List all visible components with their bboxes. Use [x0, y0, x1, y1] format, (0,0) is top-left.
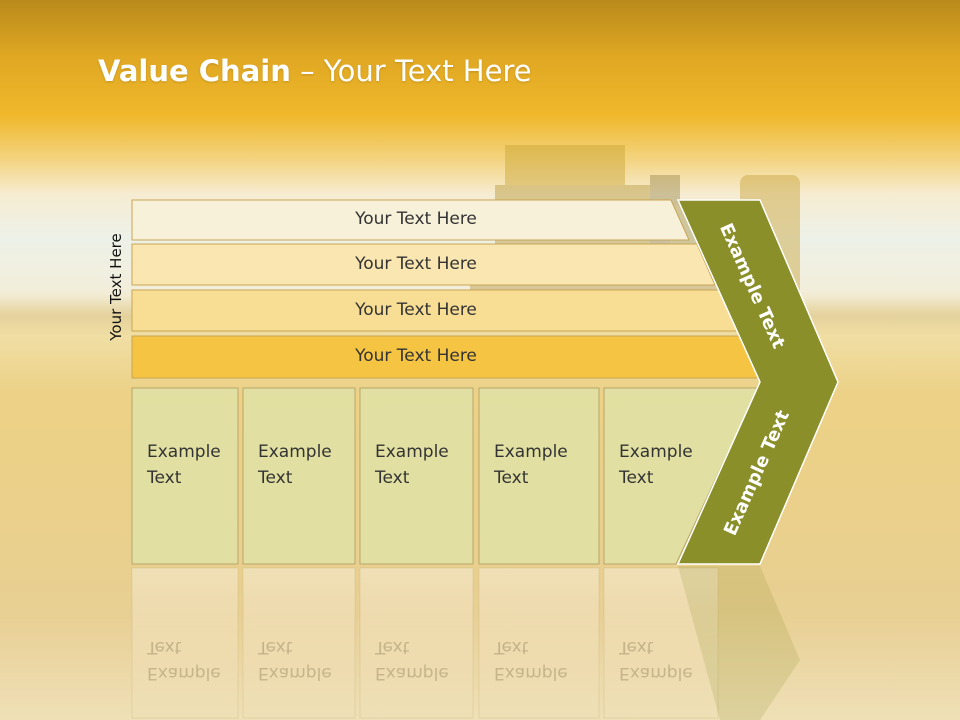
primary-activity-label: Example Text	[375, 442, 449, 488]
primary-activity-box	[478, 387, 600, 565]
support-bar-label: Your Text Here	[355, 299, 477, 320]
primary-activity-label: Example Text	[147, 442, 221, 488]
slide-title: Value Chain – Your Text Here	[98, 54, 532, 88]
support-bar-label: Your Text Here	[355, 209, 477, 229]
support-bars	[131, 199, 764, 379]
primary-activity-label: Example Text	[619, 442, 693, 488]
box-reflection	[242, 567, 356, 719]
box-reflection	[359, 567, 474, 719]
primary-activity-label: Example Text	[258, 442, 332, 488]
primary-boxes	[131, 387, 759, 565]
title-bold: Value Chain	[98, 54, 291, 88]
primary-activity-box	[242, 387, 356, 565]
primary-activity-label-reflection: Example Text	[494, 637, 568, 683]
box-reflection	[603, 567, 719, 719]
box-reflection	[478, 567, 600, 719]
primary-activity-box	[603, 387, 759, 565]
box-reflection	[131, 567, 239, 719]
primary-activity-box	[359, 387, 474, 565]
support-bar-label: Your Text Here	[355, 346, 477, 366]
primary-activity-label-reflection: Example Text	[258, 637, 332, 683]
support-bar	[131, 199, 690, 241]
chevron-arrow	[676, 199, 839, 565]
primary-activity-label-reflection: Example Text	[375, 637, 449, 683]
primary-activity-label-reflection: Example Text	[619, 637, 693, 683]
primary-activity-box	[131, 387, 239, 565]
primary-activity-label-reflection: Example Text	[147, 637, 221, 683]
support-bar	[131, 243, 716, 286]
title-rest: – Your Text Here	[290, 54, 532, 88]
support-bar-label: Your Text Here	[355, 253, 477, 274]
chevron-reflection	[678, 566, 800, 720]
reflection	[131, 566, 800, 720]
primary-activity-label: Example Text	[494, 442, 568, 488]
